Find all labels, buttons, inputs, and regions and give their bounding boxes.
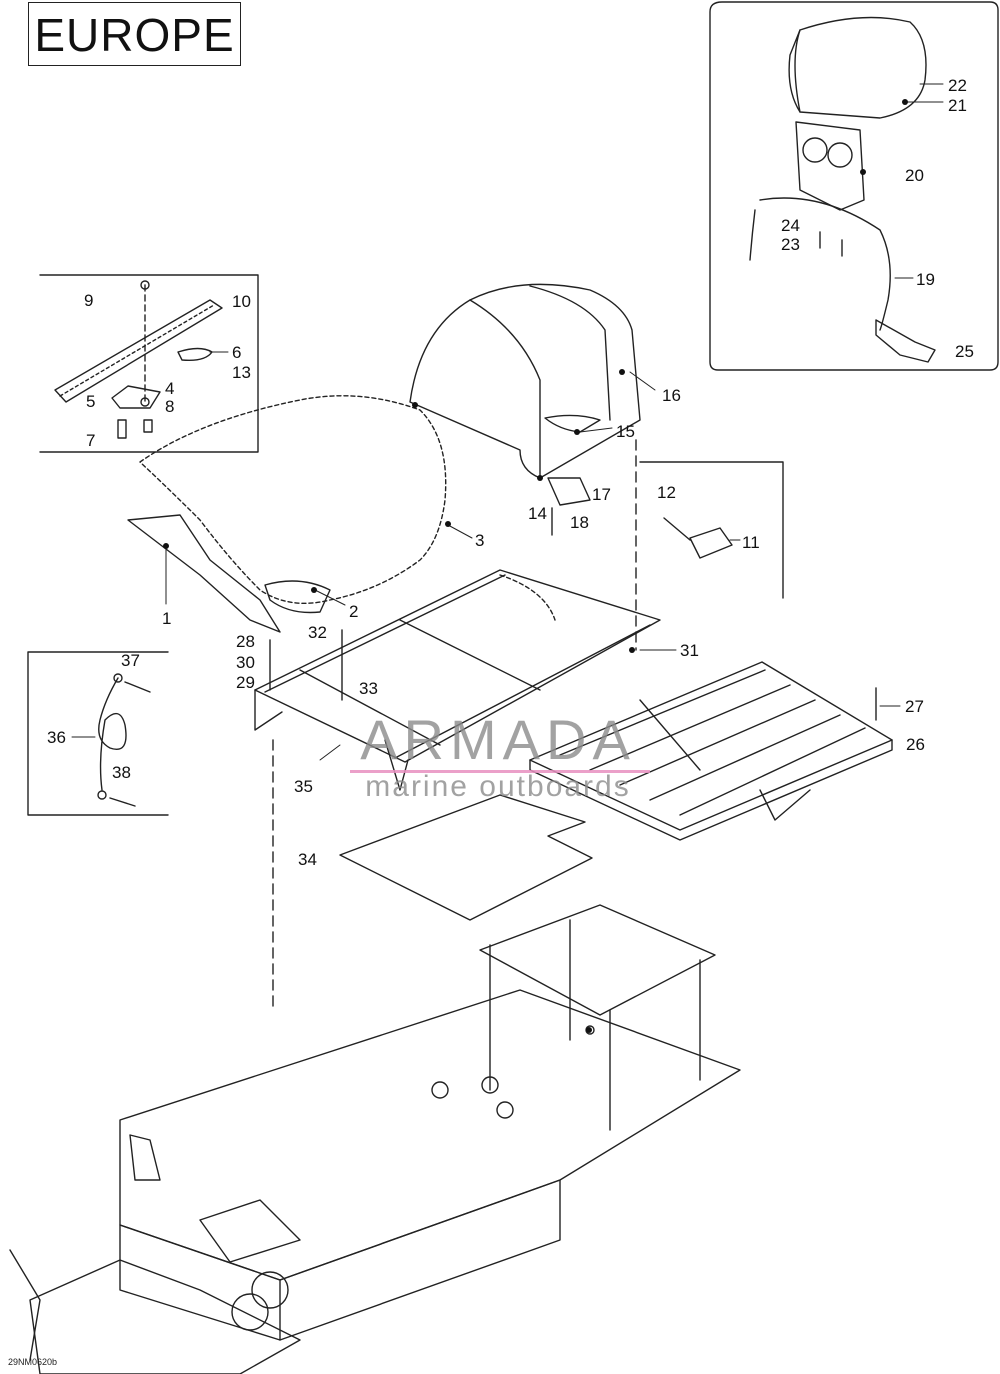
leader-lines <box>71 83 944 761</box>
callout-17: 17 <box>592 485 611 504</box>
callout-20: 20 <box>905 166 924 185</box>
watermark-name: ARMADA <box>360 708 636 771</box>
inset-box-bracket <box>39 274 259 453</box>
callout-19: 19 <box>916 270 935 289</box>
callout-24: 24 <box>781 216 800 235</box>
callout-1: 1 <box>162 609 171 628</box>
callout-38: 38 <box>112 763 131 782</box>
inset-box-backrest <box>709 1 999 371</box>
callout-2: 2 <box>349 602 358 621</box>
callout-31: 31 <box>680 641 699 660</box>
callout-5: 5 <box>86 392 95 411</box>
callout-37: 37 <box>121 651 140 670</box>
callout-labels: 1 2 3 4 5 6 7 8 9 10 11 12 13 14 15 16 1… <box>47 76 974 869</box>
floor-pad <box>339 794 593 921</box>
callout-35: 35 <box>294 777 313 796</box>
callout-16: 16 <box>662 386 681 405</box>
callout-22: 22 <box>948 76 967 95</box>
callout-25: 25 <box>955 342 974 361</box>
callout-27: 27 <box>905 697 924 716</box>
callout-21: 21 <box>948 96 967 115</box>
tether-cable <box>97 673 151 807</box>
watermark-accent-line <box>350 770 650 773</box>
callout-6: 6 <box>232 343 241 362</box>
callout-3: 3 <box>475 531 484 550</box>
callout-11: 11 <box>742 533 760 552</box>
callout-26: 26 <box>906 735 925 754</box>
callout-18: 18 <box>570 513 589 532</box>
callout-14: 14 <box>528 504 547 523</box>
watermark-logo: ARMADA marine outboards <box>348 710 648 804</box>
bracket-assembly <box>54 280 223 439</box>
front-seat <box>127 395 447 633</box>
chassis-frame <box>9 904 741 1374</box>
callout-33: 33 <box>359 679 378 698</box>
backrest-assembly <box>749 16 936 363</box>
watermark-subtitle: marine outboards <box>365 770 631 803</box>
callout-32: 32 <box>308 623 327 642</box>
callout-30: 30 <box>236 653 255 672</box>
callout-36: 36 <box>47 728 66 747</box>
callout-23: 23 <box>781 235 800 254</box>
rear-seat <box>409 283 641 479</box>
callout-34: 34 <box>298 850 317 869</box>
callout-15: 15 <box>616 422 635 441</box>
inset-box-cable <box>27 651 169 816</box>
cargo-rack <box>529 661 893 841</box>
region-label: EUROPE <box>28 2 241 66</box>
callout-10: 10 <box>232 292 251 311</box>
callout-13: 13 <box>232 363 251 382</box>
callout-12: 12 <box>657 483 676 502</box>
callout-4: 4 <box>165 379 174 398</box>
callout-7: 7 <box>86 431 95 450</box>
callout-dots <box>163 99 908 1033</box>
drawing-code: 29NM0620b <box>8 1357 58 1367</box>
callout-9: 9 <box>84 291 93 310</box>
callout-28: 28 <box>236 632 255 651</box>
callout-8: 8 <box>165 397 174 416</box>
callout-29: 29 <box>236 673 255 692</box>
hardware <box>269 477 733 701</box>
